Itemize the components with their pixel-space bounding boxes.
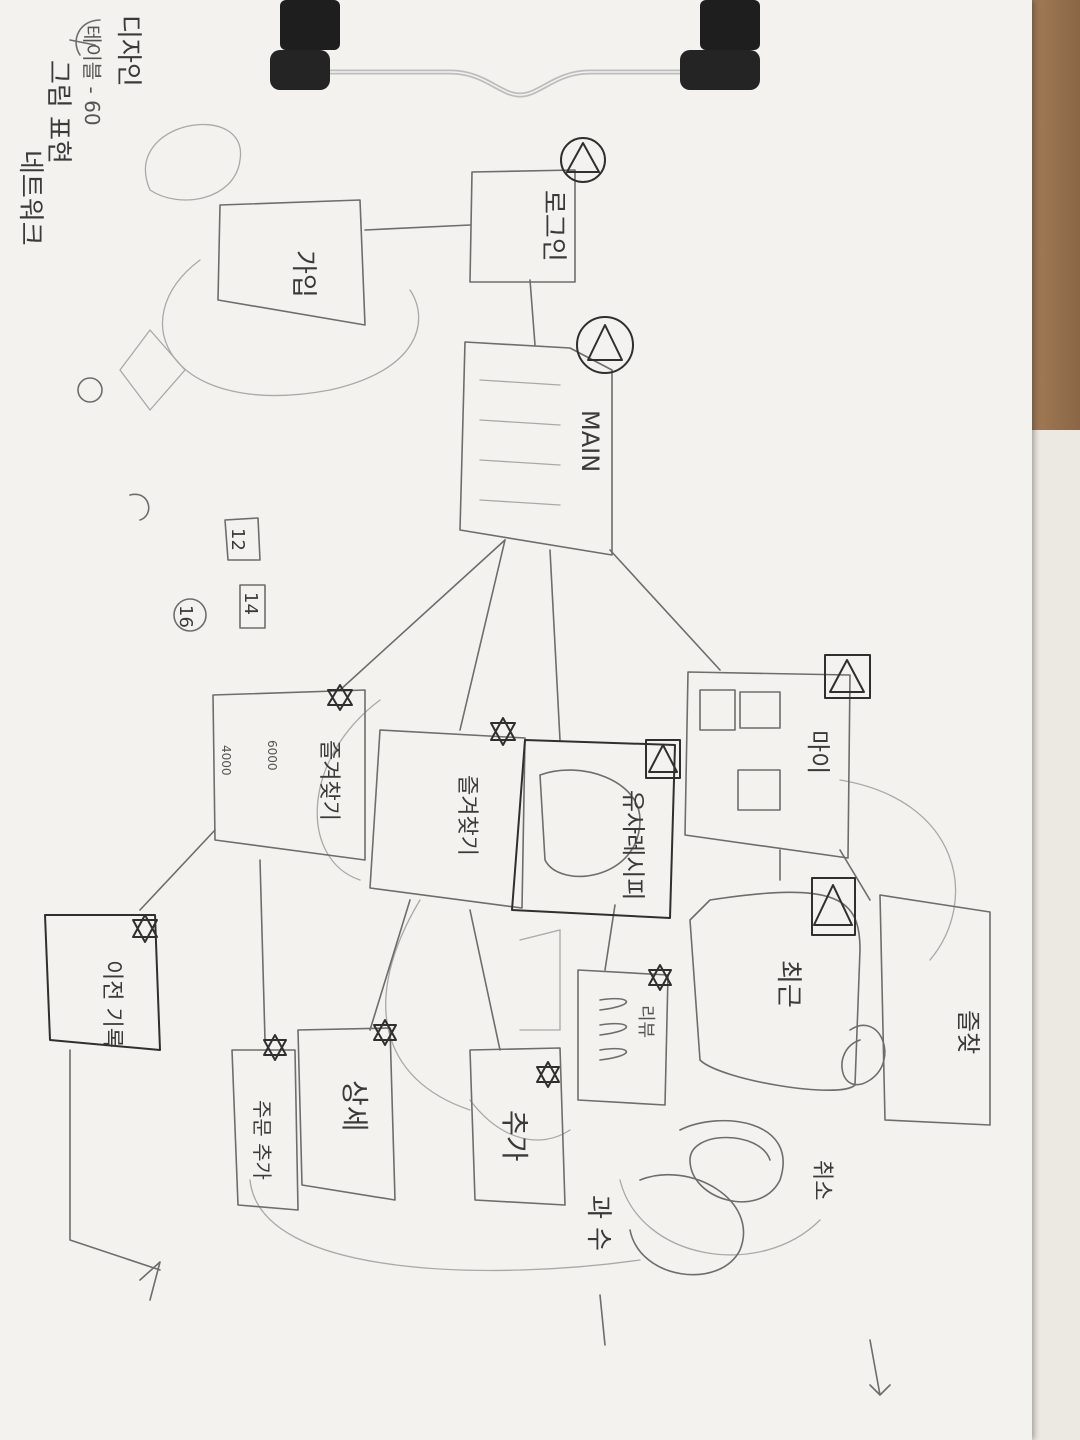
note-picture: 그림 표현 (43, 60, 73, 164)
mark-bottom-left: 과 수 (583, 1195, 613, 1251)
node-login-label: 로그인 (538, 190, 568, 262)
node-recent-label: 최근 (773, 960, 803, 1008)
connection-lines (69, 224, 871, 1271)
node-wishlist-mid-label: 즐겨찾기 (454, 775, 479, 856)
node-mypage-label: 마이 (804, 730, 832, 774)
sketch-paper: 디자인 테이블 - 60 그림 표현 네트워크 로그인 가입 MAIN 즐겨찾기… (0, 0, 1032, 1440)
triangle-markers (560, 137, 871, 936)
mark-price-b: 4000 (219, 745, 233, 776)
mark-price-a: 6000 (265, 740, 279, 771)
background-paper (1030, 430, 1080, 1440)
node-history-label: 이전 기록 (99, 960, 124, 1048)
node-favorites-label: 즐찾 (954, 1010, 982, 1054)
node-detail-label: 상세 (338, 1080, 371, 1132)
sketch-labels: 디자인 테이블 - 60 그림 표현 네트워크 로그인 가입 MAIN 즐겨찾기… (15, 15, 982, 1251)
node-similar-recipes-label: 유사레시피 (619, 790, 647, 900)
node-add-label: 추가 (498, 1110, 531, 1162)
note-table: 테이블 - 60 (80, 25, 104, 126)
mark-page-b: 14 (240, 592, 261, 615)
node-signup-label: 가입 (288, 250, 318, 298)
node-order-add-label: 주문 추가 (250, 1100, 274, 1180)
wireframe-sketch (44, 19, 991, 1396)
note-design: 디자인 (113, 15, 143, 87)
star-markers (132, 684, 672, 1088)
node-wishlist-left-label: 즐겨찾기 (316, 740, 341, 821)
node-cancel-label: 취소 (809, 1160, 834, 1200)
node-main-label: MAIN (576, 410, 604, 472)
binder-clip (270, 0, 760, 98)
mark-page-c: 16 (175, 605, 196, 628)
mark-page-a: 12 (227, 528, 248, 551)
note-network: 네트워크 (15, 150, 45, 246)
background-scribbles (119, 123, 957, 1272)
node-review-label: 리뷰 (635, 1005, 656, 1038)
scribble-clusters (69, 19, 891, 1396)
